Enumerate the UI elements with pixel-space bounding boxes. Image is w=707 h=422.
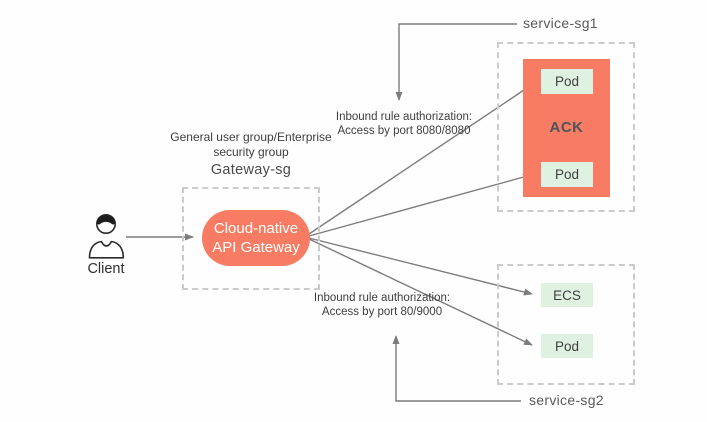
pod-node-top: Pod — [541, 69, 593, 94]
inbound-rule-sg1-line1: Inbound rule authorization: — [335, 111, 473, 123]
gateway-label-line2: API Gateway — [212, 239, 300, 256]
inbound-rule-sg2: Inbound rule authorization: Access by po… — [297, 291, 467, 319]
ack-label: ACK — [549, 119, 584, 136]
service-sg1-boundary — [497, 42, 635, 212]
gateway-sg-name: Gateway-sg — [210, 162, 292, 178]
pod-node-bottom: Pod — [541, 162, 593, 187]
client-label: Client — [87, 261, 125, 277]
service-sg2-boundary — [497, 264, 635, 385]
ecs-node: ECS — [541, 283, 593, 307]
inbound-rule-sg2-line2: Access by port 80/9000 — [321, 306, 443, 318]
inbound-rule-sg2-line1: Inbound rule authorization: — [313, 292, 451, 304]
person-icon — [88, 214, 125, 259]
gateway-group-caption: General user group/Enterprise security g… — [168, 130, 334, 178]
gateway-label-line1: Cloud-native — [213, 220, 299, 237]
service-sg2-label: service-sg2 — [529, 392, 604, 408]
gateway-sg-boundary — [182, 187, 320, 290]
cloud-native-api-gateway-node: Cloud-native API Gateway — [202, 210, 310, 266]
inbound-rule-sg1: Inbound rule authorization: Access by po… — [319, 110, 489, 138]
gateway-caption-line1: General user group/Enterprise — [170, 130, 332, 144]
pod-node-sg2: Pod — [541, 334, 593, 358]
gateway-caption-line2: security group — [213, 145, 289, 159]
service-sg1-label: service-sg1 — [523, 15, 598, 31]
inbound-rule-sg1-line2: Access by port 8080/8080 — [337, 125, 471, 137]
client-node: Client — [66, 211, 146, 277]
